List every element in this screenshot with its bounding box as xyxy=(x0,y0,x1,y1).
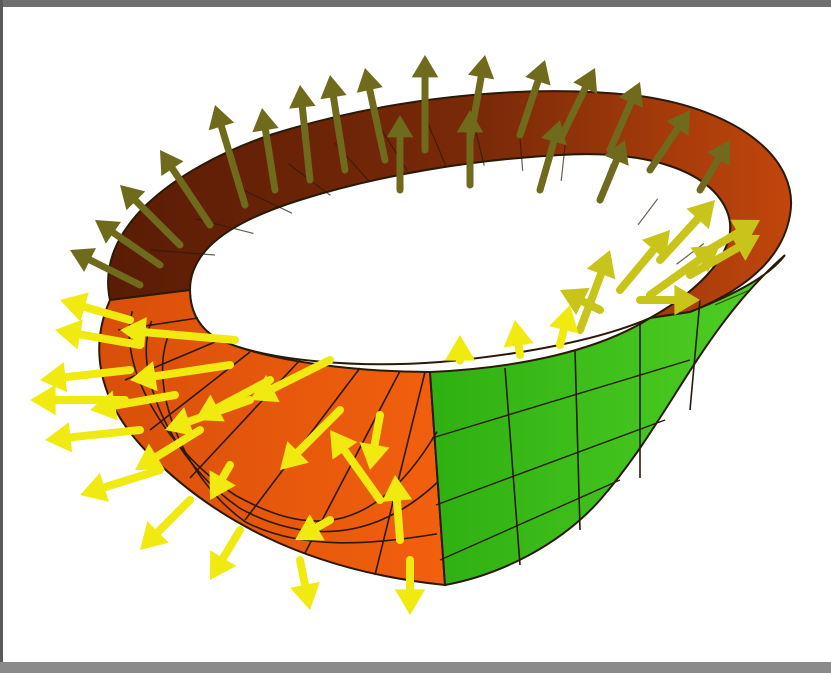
normal-vector-arrow xyxy=(140,500,190,550)
arrow-head xyxy=(60,292,89,321)
arrow-shaft xyxy=(519,345,520,355)
arrow-shaft xyxy=(375,415,380,445)
arrow-head xyxy=(55,319,83,349)
arrow-shaft xyxy=(223,530,240,558)
normal-vector-arrow xyxy=(80,470,160,502)
arrow-head xyxy=(45,422,72,452)
arrow-head xyxy=(290,582,320,610)
arrow-shaft xyxy=(560,330,564,345)
normal-vector-arrow xyxy=(210,530,240,580)
arrow-shaft xyxy=(70,430,140,437)
arrow-head xyxy=(30,385,56,415)
arrow-shaft xyxy=(397,501,400,540)
arrow-head xyxy=(289,85,315,109)
arrow-head xyxy=(252,108,278,132)
arrow-shaft xyxy=(300,560,305,585)
arrow-shaft xyxy=(158,500,190,532)
normal-vector-arrow xyxy=(290,560,320,610)
arrow-head xyxy=(468,55,494,79)
arrow-head xyxy=(412,55,439,77)
arrow-shaft xyxy=(104,470,160,487)
arrow-head xyxy=(320,75,346,99)
arrow-head xyxy=(395,589,425,615)
arrow-head xyxy=(357,68,383,93)
